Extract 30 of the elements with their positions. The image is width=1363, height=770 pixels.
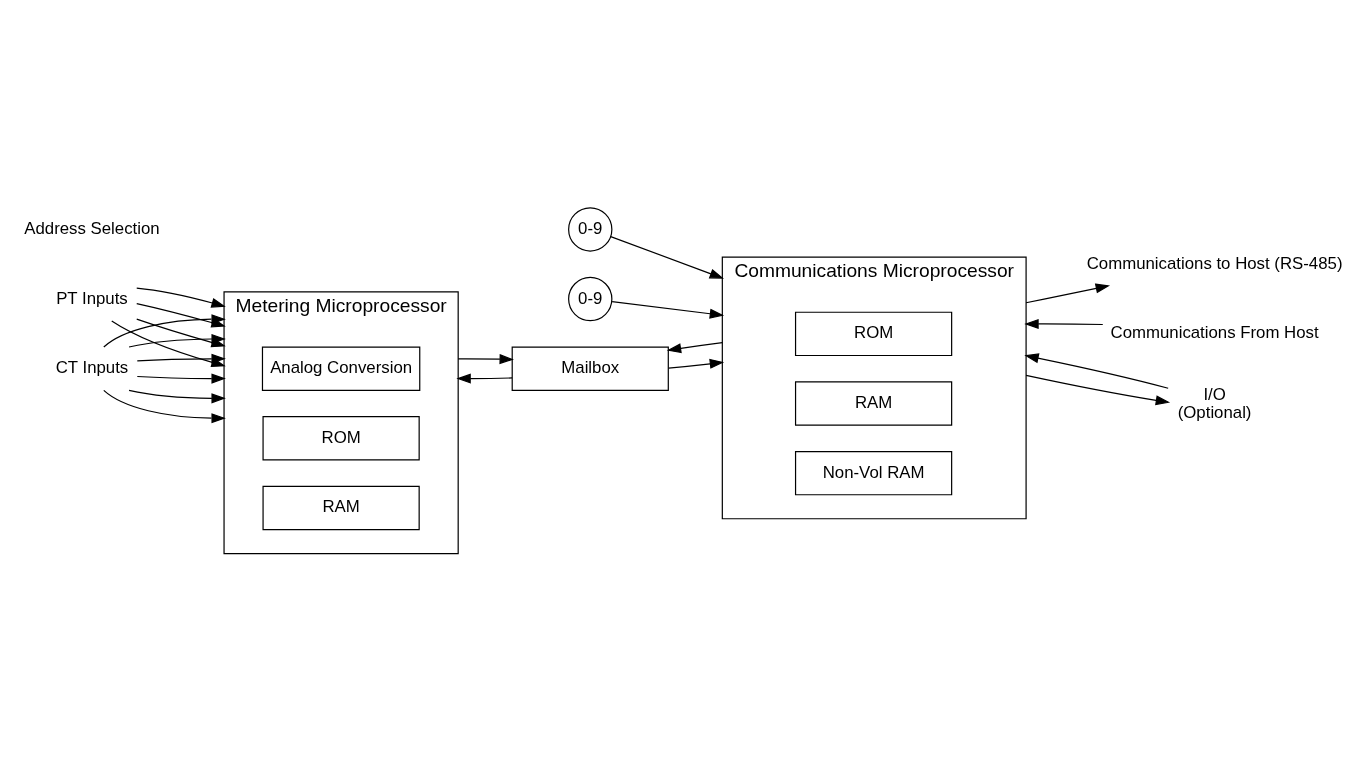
node-box: Mailbox [511, 345, 669, 391]
arrow [128, 389, 226, 403]
node-text: Communications From Host [1110, 322, 1319, 342]
arrow [666, 341, 723, 353]
arrow [103, 389, 226, 423]
node-box: ROM [794, 311, 953, 356]
arrow [136, 286, 226, 308]
node-box: Analog Conversion [261, 345, 421, 391]
arrow [1025, 374, 1171, 405]
arrow [456, 373, 513, 384]
node-circle: 0-9 [568, 206, 613, 252]
arrow [610, 235, 725, 279]
node-box: RAM [794, 380, 953, 426]
label: Address Selection [24, 218, 160, 238]
arrow [136, 353, 226, 364]
arrow [611, 300, 725, 319]
node-text: I/O (Optional) [1177, 384, 1252, 422]
arrow [668, 358, 725, 369]
arrow [457, 353, 514, 364]
node-box: RAM [262, 485, 420, 530]
arrow [1024, 318, 1104, 329]
node-text: Communications to Host (RS-485) [1086, 253, 1343, 273]
node-box: Non-Vol RAM [794, 450, 953, 495]
arrow [136, 373, 226, 384]
arrow [1025, 282, 1110, 303]
arrow [1024, 352, 1169, 389]
node-circle: 0-9 [568, 276, 613, 321]
node-box: ROM [262, 415, 420, 461]
node-text: PT Inputs [56, 288, 128, 307]
node-text: CT Inputs [55, 357, 129, 377]
